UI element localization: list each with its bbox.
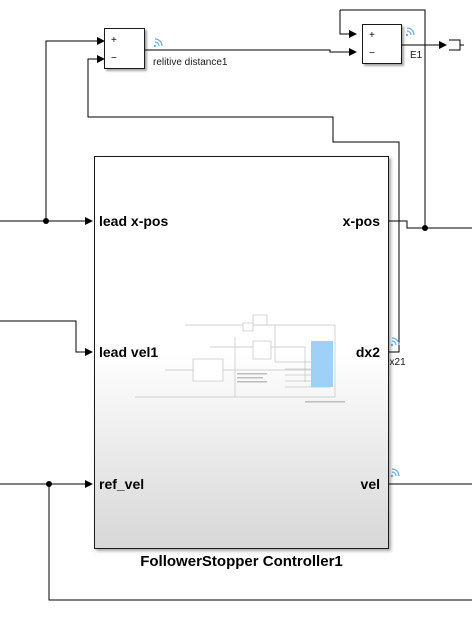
- branch-dot-3: [46, 481, 52, 487]
- wire-lead-xpos-branch: [45, 37, 105, 221]
- minus-sign: −: [369, 48, 375, 59]
- thumbnail-accent-block: [311, 341, 333, 387]
- output-port-xpos: x-pos: [342, 213, 380, 229]
- plus-sign: +: [369, 30, 375, 41]
- wire-xpos-branch: [358, 9, 426, 228]
- signal-logging-icon[interactable]: [389, 467, 403, 479]
- subsystem-thumbnail-icon: [135, 314, 345, 403]
- input-port-lead-xpos: lead x-pos: [99, 213, 169, 229]
- wire-dx2-out: [87, 55, 400, 353]
- signal-label-relative-distance[interactable]: relitive distance1: [153, 57, 228, 68]
- goto-terminator-icon: [449, 39, 464, 51]
- wire-xpos-branch-2: [339, 10, 357, 38]
- signal-logging-icon[interactable]: [389, 336, 403, 348]
- output-port-vel: vel: [360, 476, 380, 492]
- wire-xpos-out: [389, 220, 472, 229]
- sum-block-top[interactable]: + −: [104, 28, 145, 69]
- branch-dot-2: [422, 225, 428, 231]
- input-port-lead-vel1: lead vel1: [99, 344, 159, 360]
- plus-sign: +: [111, 35, 117, 46]
- wire-lead-vel: [0, 320, 93, 356]
- wire-top-sum-out: [145, 48, 357, 56]
- output-port-dx2: dx2: [355, 344, 380, 360]
- signal-label-e1[interactable]: E1: [410, 50, 423, 61]
- signal-logging-icon[interactable]: [404, 26, 418, 38]
- signal-logging-icon[interactable]: [152, 37, 166, 49]
- input-port-ref-vel: ref_vel: [99, 476, 145, 492]
- signal-label-dx21[interactable]: dx21: [384, 357, 406, 368]
- minus-sign: −: [111, 53, 117, 64]
- wire-ref-vel-branch: [48, 484, 472, 601]
- sum-block-right[interactable]: + −: [362, 24, 402, 64]
- subsystem-title: FollowerStopper Controller1: [140, 553, 343, 570]
- subsystem-block[interactable]: lead x-pos lead vel1 ref_vel x-pos dx2 v…: [94, 156, 389, 549]
- branch-dot-1: [43, 218, 49, 224]
